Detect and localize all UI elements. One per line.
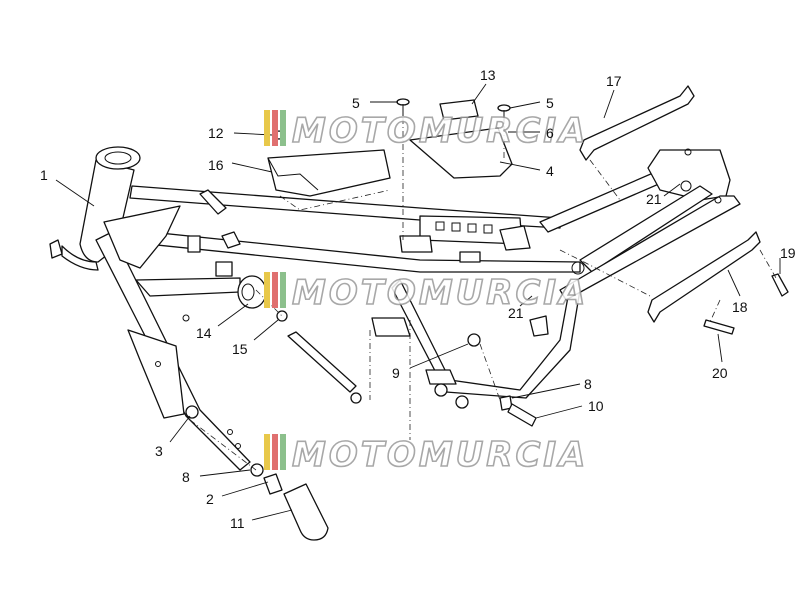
cross-member [135,277,241,297]
callout-17: 17 [606,73,622,89]
nut-long-bolt [350,392,362,404]
bracket-f [499,225,531,251]
watermark-text-middle: MOTOMURCIA [292,273,588,313]
cover-plate [409,127,513,179]
callout-5-left: 5 [352,95,360,111]
callout-6: 6 [546,125,554,141]
watermark-middle: MOTOMURCIA [264,272,588,314]
watermark-top: MOTOMURCIA [264,110,588,152]
rear-subframe-strut [579,185,713,273]
callout-20: 20 [712,365,728,381]
peg-sleeve-11 [283,483,329,541]
head-gusset [103,205,181,269]
long-bolt [287,331,357,393]
bracket-c [371,317,411,337]
bracket-d [425,369,457,385]
callout-12: 12 [208,125,224,141]
rear-subframe [647,149,731,201]
nut-9 [467,333,481,347]
callout-18: 18 [732,299,748,315]
bolt-10 [507,403,537,427]
engine-hanger [127,329,185,419]
bolt-2 [263,473,283,495]
bracket-g [399,235,433,253]
watermark-text-top: MOTOMURCIA [292,111,588,151]
callout-8-left: 8 [182,469,190,485]
washer-8-left [250,463,264,477]
frame-assembly [49,146,741,471]
bracket-h [459,251,481,263]
callout-16: 16 [208,157,224,173]
callout-14: 14 [196,325,212,341]
dowel-2 [221,231,241,249]
callout-11: 11 [230,515,245,531]
callout-5-right: 5 [546,95,554,111]
callout-13: 13 [480,67,496,83]
washer-15 [276,310,288,322]
rear-rod [647,231,761,323]
callout-2: 2 [206,491,214,507]
callout-labels: 1 2 3 4 5 5 6 8 8 9 10 11 12 13 14 15 16… [40,67,796,531]
nut-3 [185,405,199,419]
nut-lower [455,395,469,409]
bracket-b [215,261,233,277]
bolt-20 [703,319,735,335]
bracket-a [187,235,201,253]
callout-1: 1 [40,167,48,183]
cover-lid [439,99,479,121]
callout-21-lower: 21 [508,305,524,321]
callout-10: 10 [588,398,604,414]
battery-tray [267,149,391,197]
grab-handle [579,85,695,161]
assembly-lines [189,118,777,471]
watermark-bottom: MOTOMURCIA [264,434,588,476]
callout-9: 9 [392,365,400,381]
bolt-19 [771,273,789,297]
rear-lower-strut [559,195,741,301]
callout-21-upper: 21 [646,191,662,207]
washer-lower [434,383,448,397]
callout-4: 4 [546,163,554,179]
callout-8-right: 8 [584,376,592,392]
callout-15: 15 [232,341,248,357]
dowel-1 [199,189,227,215]
callout-3: 3 [155,443,163,459]
callout-19: 19 [780,245,796,261]
watermark-text-bottom: MOTOMURCIA [292,435,588,475]
rubber-mount-14 [237,275,267,309]
bracket-e [529,315,549,337]
leader-lines [55,83,781,521]
